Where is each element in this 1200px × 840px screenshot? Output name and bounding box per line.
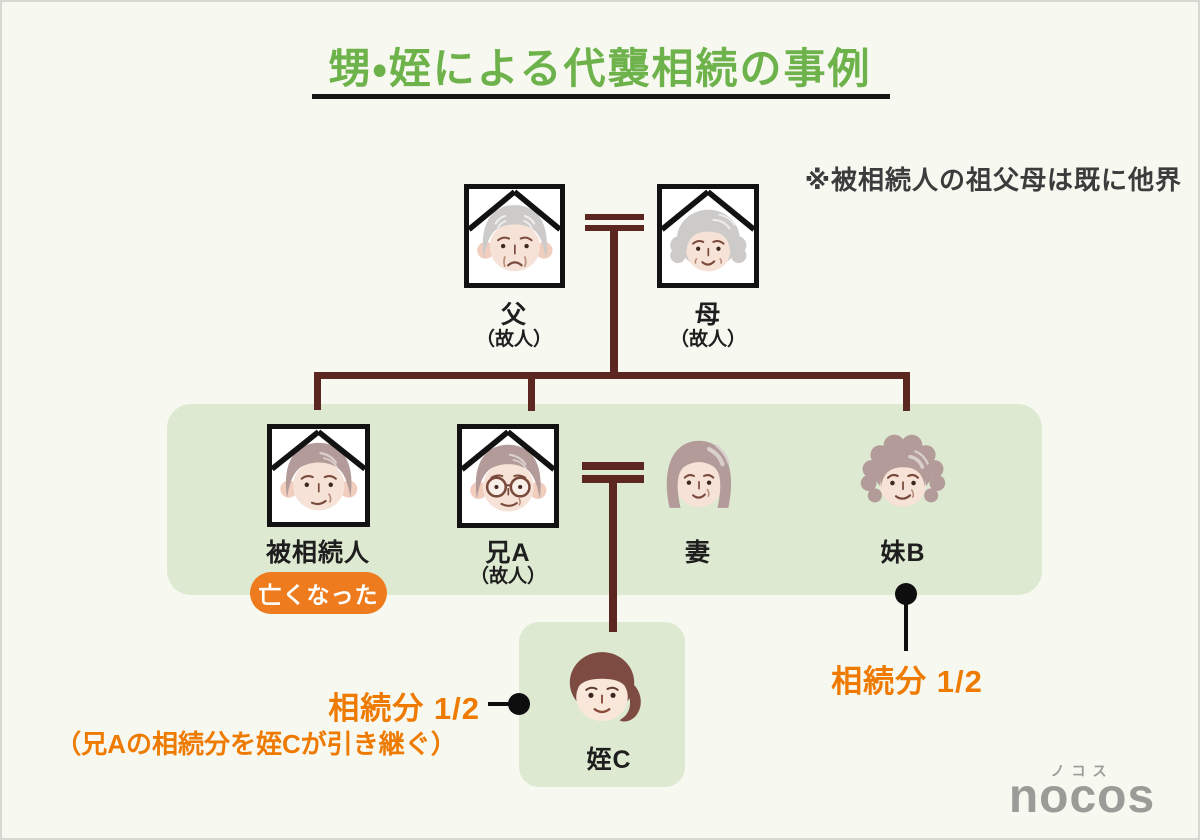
brother-memorial-frame	[457, 424, 559, 528]
niece-descent-line	[609, 475, 617, 632]
brother-portrait-icon	[466, 437, 551, 523]
deceased-badge: 亡くなった	[250, 572, 387, 614]
niece-portrait-icon	[556, 642, 648, 734]
brother-marriage-line-top	[582, 462, 644, 470]
memorial-roof-icon	[662, 189, 754, 283]
sister-portrait-icon	[859, 432, 947, 520]
parents-marriage-line-top	[585, 214, 644, 220]
niece-share-pointer-dot	[508, 693, 530, 715]
title-underline	[312, 94, 890, 99]
father-portrait-icon	[473, 197, 557, 283]
brother-status: （故人）	[469, 566, 546, 587]
sister-share-label: 相続分 1/2	[831, 664, 983, 699]
sister-name: 妹B	[880, 539, 926, 567]
mother-portrait-icon	[666, 197, 751, 283]
memorial-roof-icon	[469, 189, 560, 283]
page-title: 甥・姪による代襲相続の事例	[328, 45, 872, 92]
brother-name: 兄A	[485, 539, 531, 567]
wife-name: 妻	[684, 539, 711, 567]
decedent-portrait-icon	[276, 436, 362, 522]
decedent-name: 被相続人	[265, 539, 370, 567]
sister-share-pointer-line	[904, 594, 908, 651]
mother-status: （故人）	[669, 329, 746, 350]
logo-kana: ノコス	[1050, 763, 1114, 779]
decedent-drop-line	[314, 372, 321, 410]
sister-drop-line	[903, 372, 910, 411]
father-name: 父	[500, 301, 527, 329]
mother-name: 母	[694, 301, 721, 329]
grandparents-note: ※被相続人の祖父母は既に他界	[804, 165, 1182, 195]
mother-memorial-frame	[657, 184, 759, 288]
parents-descent-line	[610, 225, 618, 378]
niece-name: 姪C	[586, 746, 632, 774]
brother-drop-line	[528, 372, 535, 411]
memorial-roof-icon	[272, 429, 365, 522]
niece-share-label: 相続分 1/2	[328, 691, 480, 726]
niece-share-note: （兄Aの相続分を姪Cが引き継ぐ）	[55, 729, 457, 759]
niece-share-pointer-line	[488, 702, 512, 706]
logo-nocos: nocos	[1008, 770, 1156, 823]
memorial-roof-icon	[462, 429, 554, 523]
father-memorial-frame	[464, 184, 565, 288]
decedent-memorial-frame	[267, 424, 370, 527]
siblings-horizontal-line	[314, 372, 910, 379]
father-status: （故人）	[475, 329, 552, 350]
wife-portrait-icon	[657, 434, 741, 518]
